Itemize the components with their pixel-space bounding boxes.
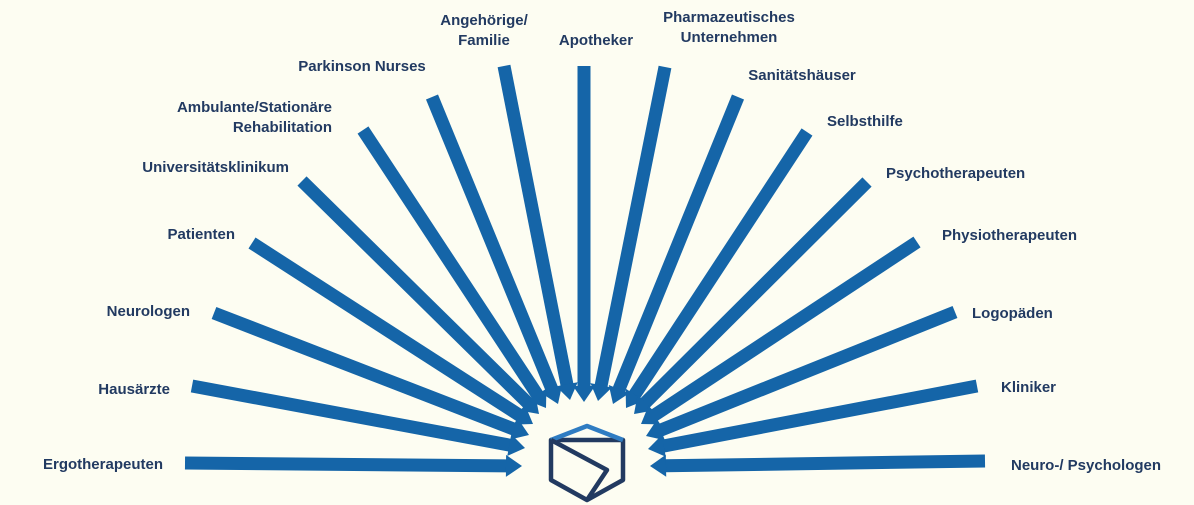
- arrow-head-sanitaetshaeuser: [608, 385, 630, 404]
- arrow-shaft-sanitaetshaeuser: [612, 94, 745, 393]
- arrow-group: [184, 64, 986, 477]
- label-sanitaetshaeuser: Sanitätshäuser: [748, 66, 856, 86]
- arrow-shaft-universitaetsklinikum: [297, 176, 533, 409]
- arrow-shaft-angehoerige: [497, 64, 574, 387]
- arrow-shaft-neuro-psychologen: [664, 454, 986, 473]
- arrow-head-apotheker: [573, 386, 595, 402]
- label-line: Logopäden: [972, 305, 1053, 322]
- label-selbsthilfe: Selbsthilfe: [827, 112, 903, 132]
- label-angehoerige: Angehörige/Familie: [440, 11, 528, 51]
- arrow-head-angehoerige: [556, 382, 578, 400]
- label-psychotherapeuten: Psychotherapeuten: [886, 164, 1025, 184]
- arrow-head-physiotherapeuten: [641, 406, 661, 425]
- arrow-head-logopaeden: [646, 419, 665, 441]
- arrow-head-selbsthilfe: [625, 388, 644, 408]
- arrow-head-pharma: [590, 383, 612, 401]
- label-line: Physiotherapeuten: [942, 227, 1078, 244]
- label-physiotherapeuten: Physiotherapeuten: [942, 226, 1077, 246]
- arrow-shaft-kliniker: [661, 379, 979, 453]
- arrow-head-neurologen: [510, 419, 529, 440]
- label-kliniker: Kliniker: [1001, 378, 1056, 398]
- label-line: Ambulante/Stationäre: [176, 99, 332, 116]
- label-line: Psychotherapeuten: [886, 165, 1026, 182]
- arrow-head-parkinson-nurses: [541, 385, 563, 404]
- label-patienten: Patienten: [167, 225, 235, 245]
- label-line: Pharmazeutisches: [663, 9, 795, 26]
- label-line: Universitätsklinikum: [142, 159, 289, 176]
- label-line: Sanitätshäuser: [748, 67, 856, 84]
- hexagon-cube-logo-icon: [548, 423, 626, 503]
- arrow-head-neuro-psychologen: [650, 454, 667, 477]
- arrow-head-patienten: [513, 406, 533, 425]
- arrow-head-kliniker: [648, 435, 666, 457]
- label-line: Hausärzte: [98, 381, 170, 398]
- arrow-shaft-patienten: [248, 237, 524, 422]
- arrow-shaft-logopaeden: [657, 305, 958, 437]
- label-line: Rehabilitation: [232, 119, 332, 136]
- arrow-shaft-selbsthilfe: [628, 128, 813, 400]
- label-line: Neuro-/ Psychologen: [1011, 457, 1162, 474]
- arrow-head-hausaerzte: [507, 434, 525, 456]
- arrow-shaft-parkinson-nurses: [425, 94, 559, 393]
- arrow-shaft-physiotherapeuten: [649, 236, 921, 422]
- arrow-shaft-hausaerzte: [190, 379, 512, 452]
- label-ergotherapeuten: Ergotherapeuten: [43, 455, 163, 475]
- label-neuro-psychologen: Neuro-/ Psychologen: [1011, 456, 1161, 476]
- label-apotheker: Apotheker: [559, 31, 633, 51]
- arrow-shaft-neurologen: [211, 306, 518, 436]
- label-line: Unternehmen: [680, 29, 778, 46]
- label-line: Neurologen: [106, 303, 190, 320]
- label-universitaetsklinikum: Universitätsklinikum: [142, 158, 289, 178]
- arrow-shaft-pharma: [594, 65, 672, 388]
- label-line: Kliniker: [1001, 379, 1057, 396]
- arrow-shaft-rehabilitation: [357, 126, 544, 400]
- label-line: Ergotherapeuten: [42, 456, 163, 473]
- label-line: Selbsthilfe: [827, 113, 903, 130]
- label-neurologen: Neurologen: [107, 302, 190, 322]
- label-line: Apotheker: [558, 32, 634, 49]
- arrow-shaft-ergotherapeuten: [184, 456, 508, 473]
- label-line: Patienten: [167, 226, 235, 243]
- label-line: Familie: [458, 32, 510, 49]
- label-line: Parkinson Nurses: [298, 58, 426, 75]
- arrow-head-ergotherapeuten: [505, 454, 522, 477]
- label-hausaerzte: Hausärzte: [98, 380, 170, 400]
- label-parkinson-nurses: Parkinson Nurses: [298, 57, 426, 77]
- label-line: Angehörige/: [440, 12, 528, 29]
- label-logopaeden: Logopäden: [972, 304, 1053, 324]
- arrow-shaft-psychotherapeuten: [640, 177, 872, 409]
